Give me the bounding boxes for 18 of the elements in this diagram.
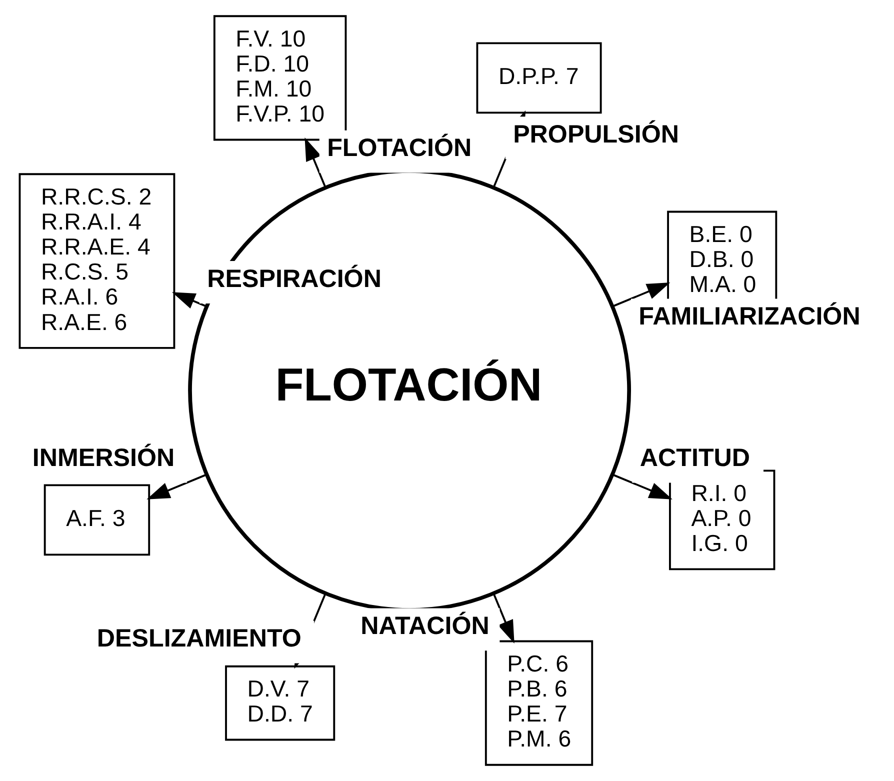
node-box: D.V. 7 D.D. 7 [225, 665, 336, 741]
arrow [492, 593, 514, 644]
edge-label: NATACIÓN [360, 612, 490, 640]
node-box: D.P.P. 7 [476, 42, 602, 114]
node-box: A.F. 3 [44, 484, 150, 556]
node-box: R.R.C.S. 2 R.R.A.I. 4 R.R.A.E. 4 R.C.S. 5 R.A.I. 6 R.A.E. 6 [18, 173, 176, 349]
arrow [612, 474, 672, 500]
node-box: P.C. 6 P.B. 6 P.E. 7 P.M. 6 [484, 640, 594, 766]
edge-label: ACTITUD [640, 444, 750, 472]
arrow [172, 292, 207, 308]
node-box: R.I. 0 A.P. 0 I.G. 0 [669, 470, 776, 570]
edge-label: DESLIZAMIENTO [96, 624, 302, 653]
arrow [304, 137, 326, 188]
edge-label: PROPULSIÓN [513, 120, 680, 149]
arrow [612, 282, 670, 308]
edge-label: RESPIRACIÓN [207, 264, 382, 293]
arrow [146, 474, 207, 500]
edge-label: INMERSIÓN [32, 444, 175, 472]
